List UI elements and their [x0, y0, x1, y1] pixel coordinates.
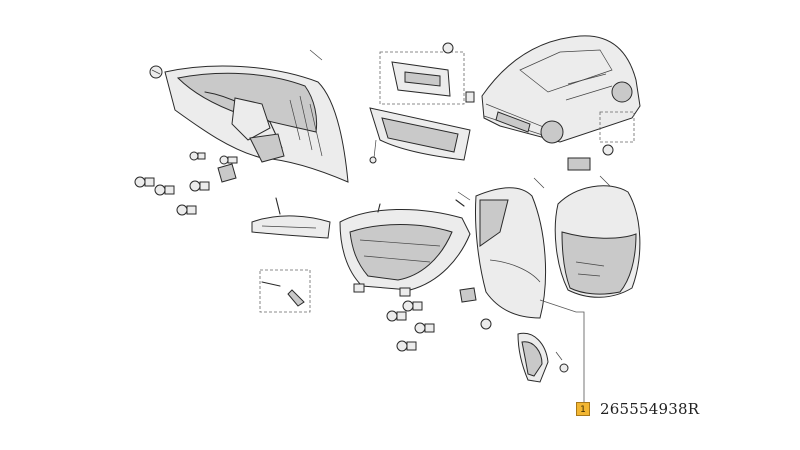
pin-detail-box — [259, 269, 311, 313]
callout-leader — [539, 299, 585, 404]
bulb-set-left — [134, 151, 238, 216]
plate-lamp-housing — [369, 107, 471, 164]
bulb-set-front — [386, 287, 492, 352]
tail-lamp-assembly — [164, 49, 349, 183]
car-silhouette — [481, 35, 641, 144]
side-marker-detail — [567, 111, 635, 171]
headlamp-back-cover — [554, 175, 641, 298]
side-indicator — [517, 332, 569, 383]
part-callout[interactable]: 1 265554938R — [576, 400, 699, 418]
headlamp-housing — [339, 199, 471, 297]
callout-badge[interactable]: 1 — [576, 402, 590, 416]
headlamp-lens — [457, 177, 546, 319]
tailgate-handle — [379, 42, 475, 105]
part-number[interactable]: 265554938R — [600, 400, 700, 418]
lamp-screw — [149, 65, 163, 79]
reflector-strip — [251, 197, 331, 239]
